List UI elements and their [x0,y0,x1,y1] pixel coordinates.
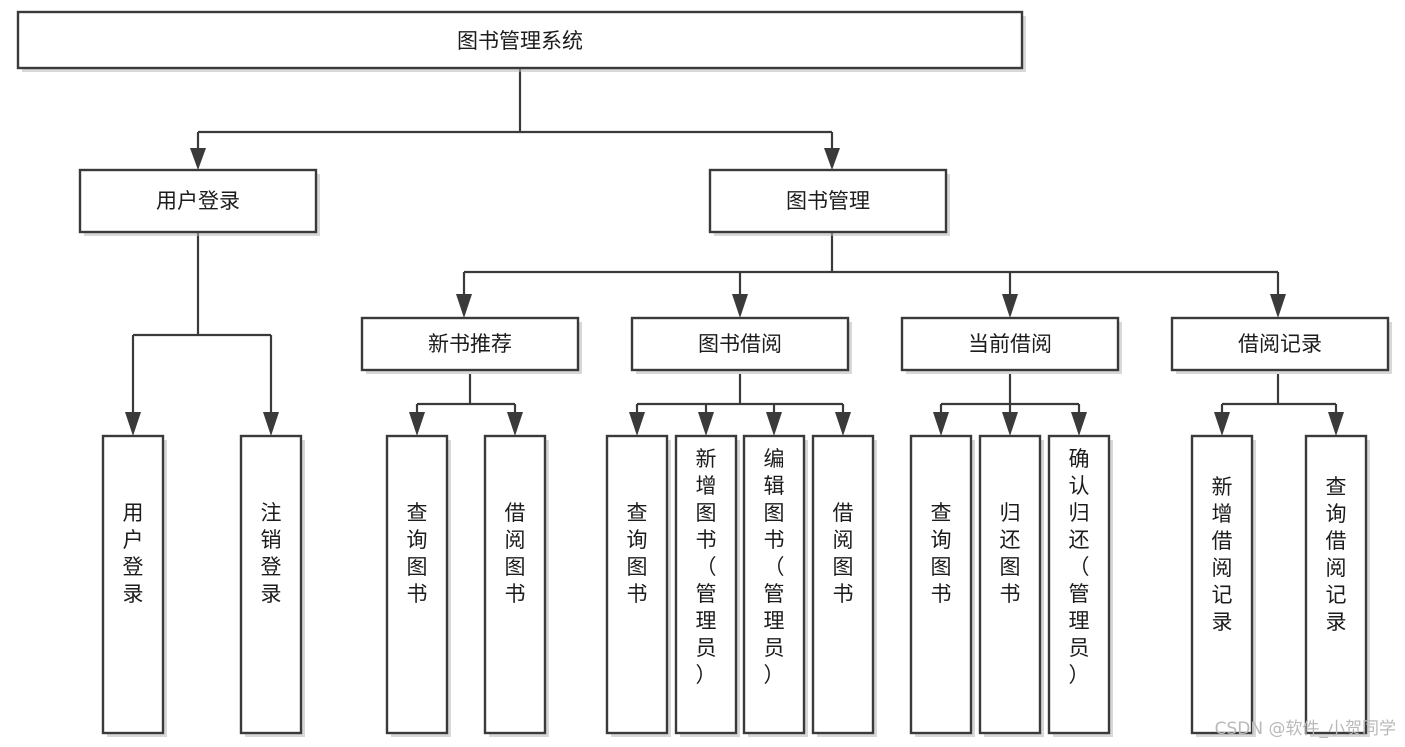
arrow-head-icon [507,412,523,436]
leaf-label: 新增图书（管理员） [696,447,717,687]
node-root-label: 图书管理系统 [457,29,583,53]
arrow-head-icon [732,294,748,318]
node-borrow-record-label: 借阅记录 [1238,332,1322,356]
arrow-head-icon [1214,412,1230,436]
node-leaf-borrow-book-1[interactable]: 借阅图书 [483,434,549,737]
leaf-label: 查询借阅记录 [1326,475,1347,634]
node-user-login-label: 用户登录 [156,189,240,213]
leaf-label: 归还图书 [1000,501,1021,606]
node-leaf-query-book-2[interactable]: 查询图书 [605,434,671,737]
node-current-borrow-label: 当前借阅 [968,332,1052,356]
leaf-label: 编辑图书（管理员） [764,447,785,687]
leaf-label: 确认归还（管理员） [1069,447,1090,687]
connector-book-borrow-to-leaves [629,374,851,436]
leaf-label: 借阅图书 [505,501,526,606]
node-leaf-user-login[interactable]: 用户登录 [101,434,167,737]
arrow-head-icon [1002,412,1018,436]
arrow-head-icon [1071,412,1087,436]
node-leaf-add-book[interactable]: 新增图书（管理员） [674,434,740,737]
node-root[interactable]: 图书管理系统 [16,10,1026,72]
arrow-head-icon [125,412,141,436]
connector-current-borrow-to-leaves [933,374,1087,436]
watermark-text: CSDN @软件_小贺同学 [1215,719,1396,739]
arrow-head-icon [1270,294,1286,318]
node-leaf-query-record[interactable]: 查询借阅记录 [1304,434,1370,737]
connector-user-login-to-leaves [125,232,279,436]
arrow-head-icon [1328,412,1344,436]
arrow-head-icon [1002,294,1018,318]
node-leaf-confirm-return[interactable]: 确认归还（管理员） [1047,434,1113,737]
connector-root-to-level2 [190,68,840,170]
arrow-head-icon [766,412,782,436]
leaf-label: 新增借阅记录 [1212,475,1233,634]
node-leaf-return-book[interactable]: 归还图书 [978,434,1044,737]
node-leaf-edit-book[interactable]: 编辑图书（管理员） [742,434,808,737]
arrow-head-icon [824,148,840,170]
leaf-label: 查询图书 [407,501,428,606]
arrow-head-icon [263,412,279,436]
node-leaf-user-logout[interactable]: 注销登录 [239,434,305,737]
node-book-manage-label: 图书管理 [786,189,870,213]
arrow-head-icon [933,412,949,436]
arrow-head-icon [629,412,645,436]
leaf-label: 借阅图书 [833,501,854,606]
arrow-head-icon [190,148,206,170]
connector-new-book-recommend-to-leaves [409,374,523,436]
arrow-head-icon [835,412,851,436]
arrow-head-icon [456,294,472,318]
arrow-head-icon [409,412,425,436]
node-current-borrow[interactable]: 当前借阅 [900,316,1122,374]
node-book-borrow[interactable]: 图书借阅 [630,316,852,374]
node-user-login[interactable]: 用户登录 [78,168,320,236]
node-leaf-borrow-book-2[interactable]: 借阅图书 [811,434,877,737]
leaf-label: 用户登录 [123,501,144,606]
connector-borrow-record-to-leaves [1214,374,1344,436]
node-borrow-record[interactable]: 借阅记录 [1170,316,1392,374]
connector-book-manage-to-level3 [456,232,1286,318]
node-leaf-add-record[interactable]: 新增借阅记录 [1190,434,1256,737]
leaf-label: 查询图书 [627,501,648,606]
node-leaf-query-book-1[interactable]: 查询图书 [385,434,451,737]
arrow-head-icon [698,412,714,436]
node-new-book-recommend-label: 新书推荐 [428,332,512,356]
leaf-label: 查询图书 [931,501,952,606]
node-leaf-query-book-3[interactable]: 查询图书 [909,434,975,737]
node-book-borrow-label: 图书借阅 [698,332,782,356]
node-book-manage[interactable]: 图书管理 [708,168,950,236]
node-new-book-recommend[interactable]: 新书推荐 [360,316,582,374]
leaf-label: 注销登录 [261,501,282,606]
